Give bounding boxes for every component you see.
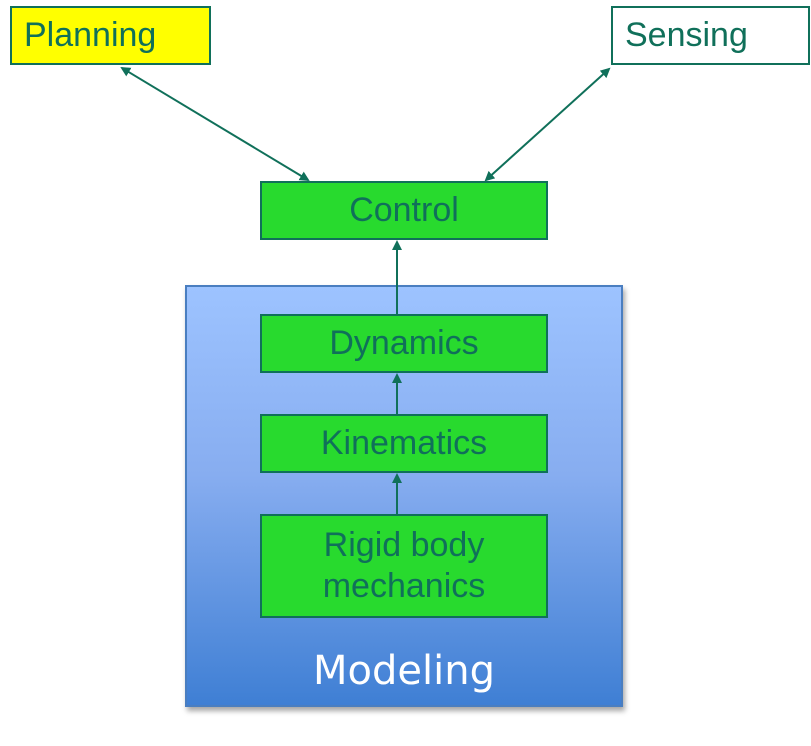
control-node: Control xyxy=(260,181,548,240)
rigid-body-node: Rigid body mechanics xyxy=(260,514,548,618)
rigid-body-label: Rigid body mechanics xyxy=(322,525,486,605)
planning-label: Planning xyxy=(24,15,157,54)
sensing-label: Sensing xyxy=(625,15,748,54)
dynamics-node: Dynamics xyxy=(260,314,548,373)
kinematics-label: Kinematics xyxy=(320,423,488,462)
sensing-node: Sensing xyxy=(611,6,810,65)
dynamics-label: Dynamics xyxy=(329,323,479,362)
planning-node: Planning xyxy=(10,6,211,65)
planning-control-arrow xyxy=(120,66,310,182)
sensing-control-arrow xyxy=(484,67,611,182)
kinematics-node: Kinematics xyxy=(260,414,548,473)
control-label: Control xyxy=(349,190,459,229)
modeling-label: Modeling xyxy=(313,648,495,694)
